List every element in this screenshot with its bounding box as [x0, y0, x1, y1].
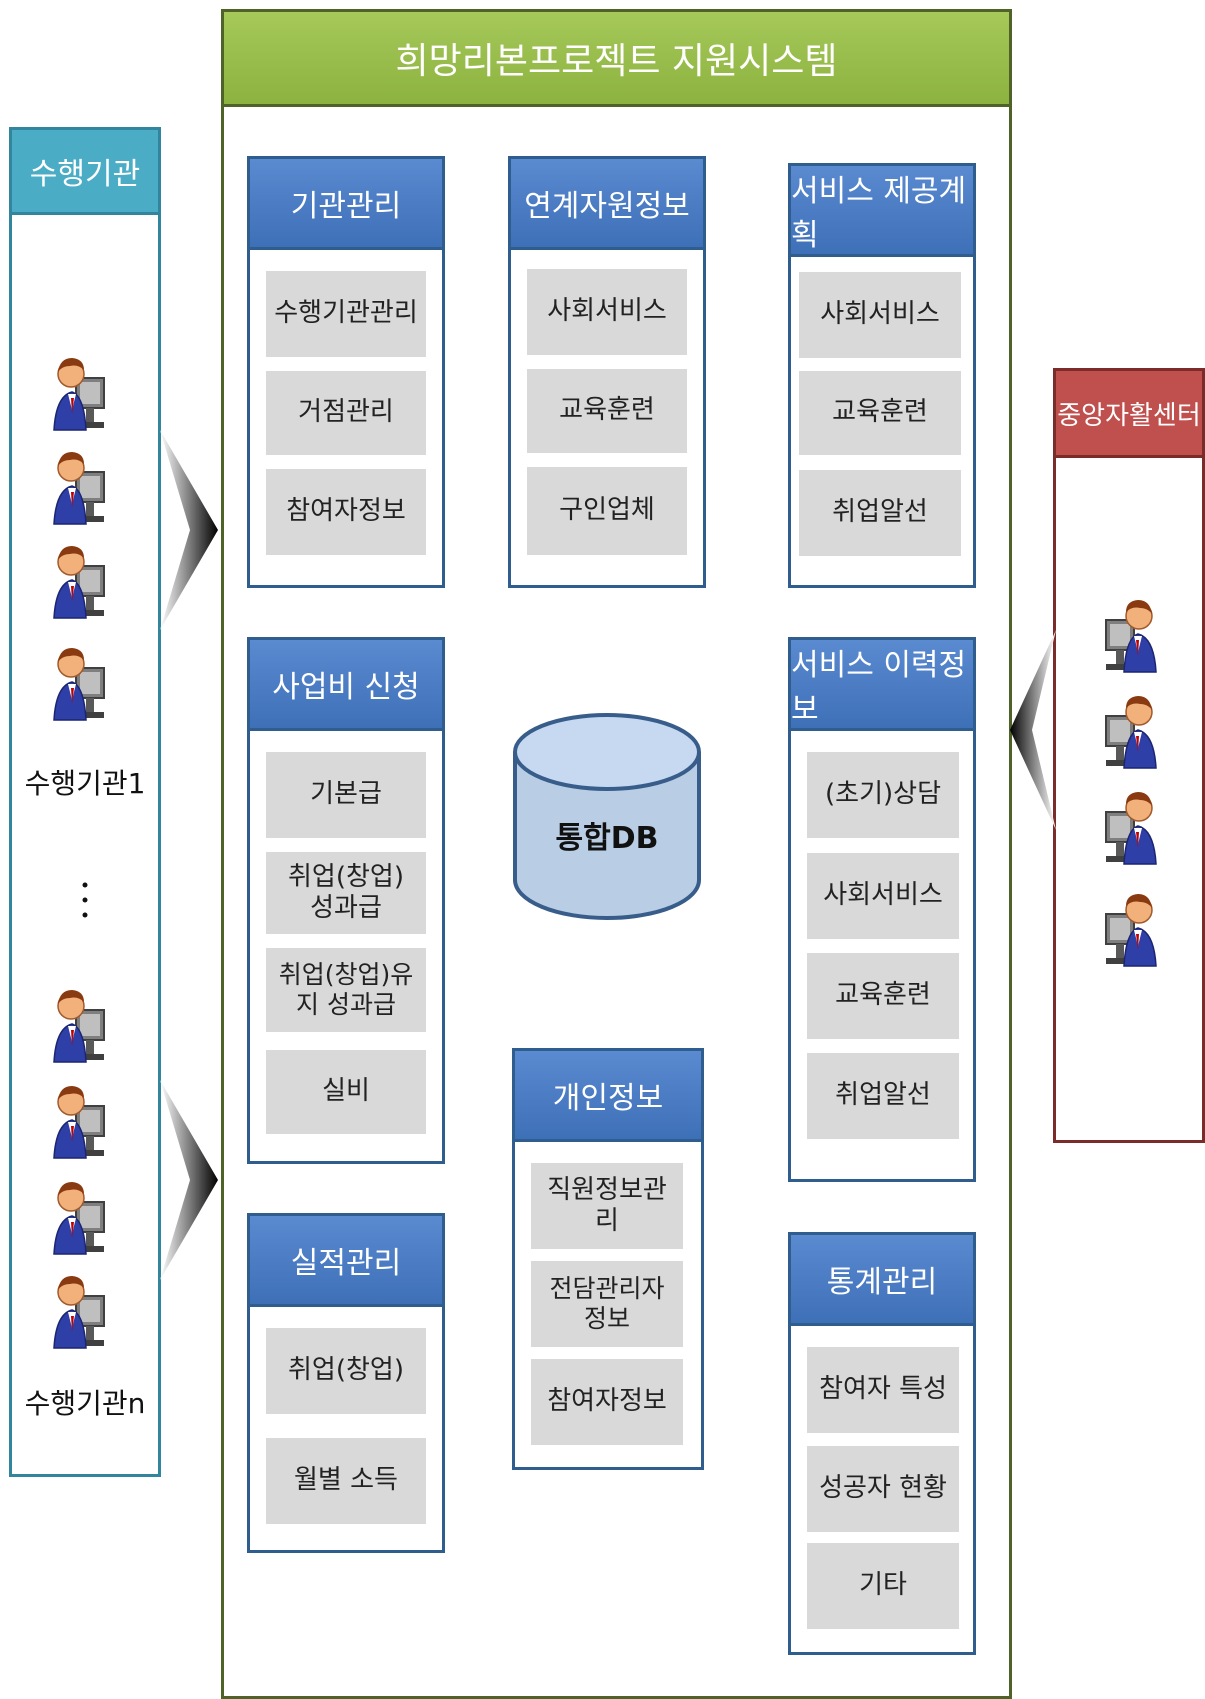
module-title: 서비스 제공계획 — [791, 166, 973, 257]
module-item[interactable]: 취업알선 — [799, 470, 961, 556]
person-at-computer-icon — [52, 642, 110, 734]
module-item[interactable]: 참여자 특성 — [807, 1347, 959, 1433]
module-item[interactable]: 실비 — [266, 1050, 426, 1134]
module-item[interactable]: 참여자정보 — [531, 1359, 683, 1445]
system-title: 희망리본프로젝트 지원시스템 — [221, 9, 1012, 107]
module-budget-request: 사업비 신청 기본급 취업(창업) 성과급 취업(창업)유지 성과급 실비 — [247, 637, 445, 1164]
module-item[interactable]: 전담관리자 정보 — [531, 1261, 683, 1347]
module-item[interactable]: 사회서비스 — [527, 269, 687, 355]
arrow-right-icon — [160, 430, 218, 630]
agency-label-first: 수행기관1 — [24, 767, 146, 800]
person-at-computer-icon — [52, 1270, 110, 1362]
module-item[interactable]: 구인업체 — [527, 467, 687, 555]
person-at-computer-icon — [1100, 888, 1158, 980]
ellipsis-vertical — [9, 880, 161, 920]
module-item[interactable]: 기타 — [807, 1543, 959, 1629]
agency-panel-title: 수행기관 — [9, 127, 161, 215]
module-title: 통계관리 — [791, 1235, 973, 1326]
module-item[interactable]: 취업알선 — [807, 1053, 959, 1139]
module-item[interactable]: 직원정보관리 — [531, 1163, 683, 1249]
module-title: 기관관리 — [250, 159, 442, 250]
module-item[interactable]: 거점관리 — [266, 371, 426, 455]
module-item[interactable]: 사회서비스 — [799, 272, 961, 358]
module-service-plan: 서비스 제공계획 사회서비스 교육훈련 취업알선 — [788, 163, 976, 588]
module-title: 개인정보 — [515, 1051, 701, 1142]
database-label: 통합DB — [555, 821, 659, 856]
module-personal-info: 개인정보 직원정보관리 전담관리자 정보 참여자정보 — [512, 1048, 704, 1470]
module-title: 연계자원정보 — [511, 159, 703, 250]
module-item[interactable]: 취업(창업) 성과급 — [266, 852, 426, 934]
arrow-right-icon — [160, 1080, 218, 1280]
module-statistics-management: 통계관리 참여자 특성 성공자 현황 기타 — [788, 1232, 976, 1655]
central-center-title: 중앙자활센터 — [1053, 368, 1205, 458]
module-item[interactable]: 취업(창업)유지 성과급 — [266, 948, 426, 1032]
module-item[interactable]: (초기)상담 — [807, 752, 959, 838]
module-title: 사업비 신청 — [250, 640, 442, 731]
module-item[interactable]: 교육훈련 — [527, 369, 687, 453]
person-at-computer-icon — [1100, 690, 1158, 782]
person-at-computer-icon — [52, 1176, 110, 1268]
person-at-computer-icon — [1100, 786, 1158, 878]
module-item[interactable]: 사회서비스 — [807, 853, 959, 939]
arrow-left-icon — [1010, 630, 1056, 830]
module-item[interactable]: 월별 소득 — [266, 1438, 426, 1524]
module-item[interactable]: 수행기관관리 — [266, 271, 426, 357]
person-at-computer-icon — [52, 540, 110, 632]
person-at-computer-icon — [1100, 594, 1158, 686]
module-item[interactable]: 참여자정보 — [266, 469, 426, 555]
database-cylinder-icon — [513, 713, 701, 920]
module-item[interactable]: 기본급 — [266, 752, 426, 838]
agency-label-last: 수행기관n — [24, 1387, 146, 1420]
module-title: 실적관리 — [250, 1216, 442, 1307]
person-at-computer-icon — [52, 1080, 110, 1172]
module-title: 서비스 이력정보 — [791, 640, 973, 731]
module-performance-management: 실적관리 취업(창업) 월별 소득 — [247, 1213, 445, 1553]
person-at-computer-icon — [52, 446, 110, 538]
module-item[interactable]: 취업(창업) — [266, 1328, 426, 1414]
person-at-computer-icon — [52, 352, 110, 444]
module-item[interactable]: 교육훈련 — [807, 953, 959, 1039]
module-item[interactable]: 교육훈련 — [799, 371, 961, 455]
module-service-history: 서비스 이력정보 (초기)상담 사회서비스 교육훈련 취업알선 — [788, 637, 976, 1182]
person-at-computer-icon — [52, 984, 110, 1076]
module-item[interactable]: 성공자 현황 — [807, 1446, 959, 1532]
module-agency-management: 기관관리 수행기관관리 거점관리 참여자정보 — [247, 156, 445, 588]
module-linked-resources: 연계자원정보 사회서비스 교육훈련 구인업체 — [508, 156, 706, 588]
